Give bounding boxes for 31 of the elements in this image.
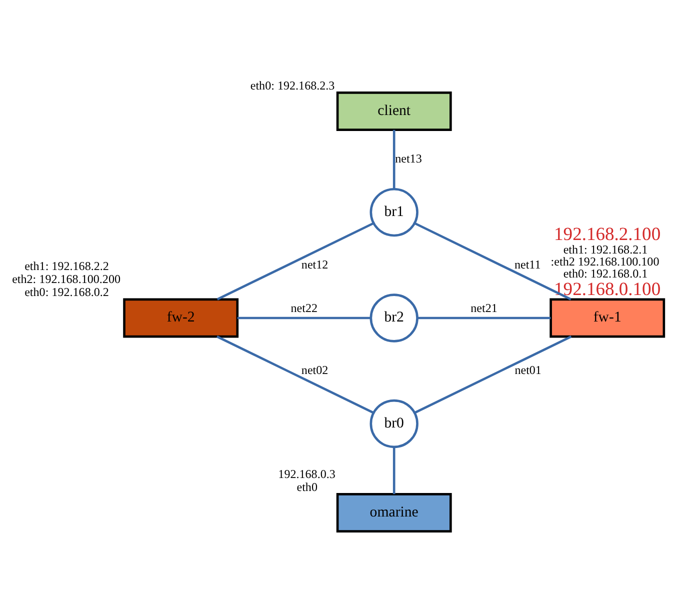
- node-label: :eth2 192.168.100.100: [550, 254, 660, 268]
- node-label: 192.168.0.100: [554, 278, 661, 300]
- edge-label: net11: [514, 256, 541, 271]
- connector: [414, 222, 572, 300]
- edge-label: net01: [514, 362, 542, 377]
- edge-label: net22: [290, 300, 318, 314]
- node-label: 192.168.0.3: [278, 466, 336, 480]
- node-box: omarine: [336, 492, 452, 532]
- node-label: eth2: 192.168.100.200: [12, 272, 120, 286]
- node-circle: br0: [370, 398, 418, 448]
- node-label: eth0: 192.168.0.1: [563, 266, 648, 280]
- node-box: client: [336, 91, 452, 130]
- connector: [216, 222, 374, 300]
- edge-label: net02: [301, 362, 328, 377]
- connector: [216, 335, 374, 414]
- edge-label: net21: [470, 300, 498, 314]
- node-label: eth0: 192.168.2.3: [250, 78, 335, 92]
- node-box: fw-1: [550, 298, 666, 338]
- connector: [392, 129, 396, 188]
- connector: [414, 335, 572, 414]
- connector: [392, 446, 396, 494]
- node-circle: br1: [370, 187, 418, 236]
- connector: [417, 316, 551, 319]
- edge-label: net13: [395, 151, 422, 166]
- node-label: eth0: 192.168.0.2: [24, 284, 109, 299]
- node-label: eth1: 192.168.2.2: [24, 258, 109, 273]
- node-box: fw-2: [123, 298, 239, 338]
- node-circle: br2: [370, 293, 418, 342]
- connector: [237, 316, 371, 319]
- edge-label: net12: [301, 256, 328, 271]
- node-label: eth0: [296, 479, 318, 494]
